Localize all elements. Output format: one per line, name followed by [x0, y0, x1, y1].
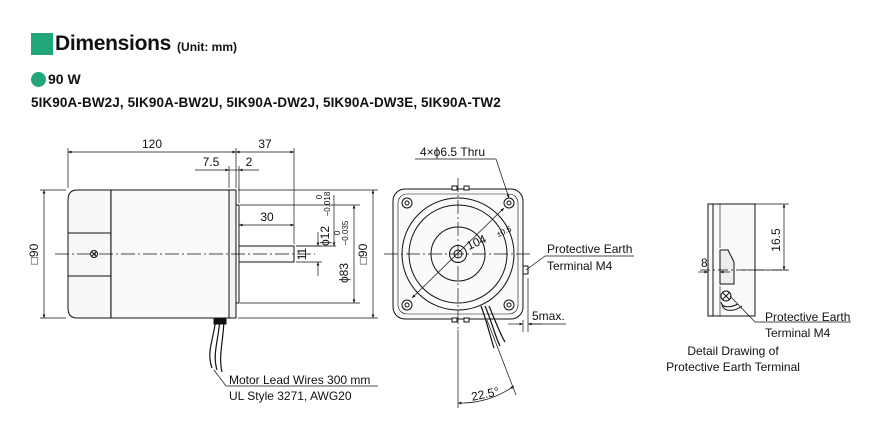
green-square-icon	[31, 33, 53, 55]
dim-11: 11	[295, 247, 309, 260]
detail-pe-line2: Terminal M4	[765, 326, 831, 340]
dim-90-right: □90	[356, 243, 370, 264]
dimensions-title: Dimensions	[55, 32, 172, 55]
lead-wires-line1: Motor Lead Wires 300 mm	[229, 373, 370, 387]
dim-2: 2	[246, 155, 253, 169]
power-label: 90 W	[48, 71, 81, 87]
model-list: 5IK90A-BW2J, 5IK90A-BW2U, 5IK90A-DW2J, 5…	[31, 95, 501, 110]
dim-5max: 5max.	[532, 309, 565, 323]
dim-phi83: ϕ83	[337, 263, 351, 283]
dim-37: 37	[258, 137, 272, 151]
pe-label-line1: Protective Earth	[547, 242, 632, 256]
dim-phi12-tol-upper: 0	[315, 194, 324, 199]
detail-caption-line2: Protective Earth Terminal	[666, 360, 800, 374]
dim-phi12: ϕ12	[318, 226, 332, 246]
detail-pe-line1: Protective Earth	[765, 310, 850, 324]
pe-label-line2: Terminal M4	[547, 259, 613, 273]
dim-7-5: 7.5	[203, 155, 220, 169]
green-circle-icon	[31, 71, 46, 87]
dim-120: 120	[142, 137, 162, 151]
dim-phi83-tol-lower: −0.035	[341, 220, 350, 245]
holes-label: 4×ϕ6.5 Thru	[420, 145, 485, 159]
side-view	[55, 189, 315, 373]
dimensions-header: Dimensions (Unit: mm)	[31, 29, 237, 55]
detail-view	[700, 203, 790, 317]
dim-22-5: 22.5°	[470, 384, 501, 404]
dim-phi83-tol-upper: 0	[333, 230, 342, 235]
unit-label: (Unit: mm)	[177, 40, 238, 54]
dim-16-5: 16.5	[769, 228, 783, 252]
detail-caption-line1: Detail Drawing of	[687, 344, 779, 358]
lead-wires-line2: UL Style 3271, AWG20	[229, 389, 352, 403]
dim-8: 8	[701, 256, 708, 270]
dim-90-left: □90	[27, 243, 41, 264]
power-section: 90 W	[31, 71, 81, 87]
front-view	[384, 178, 532, 349]
dim-phi12-tol-lower: −0.018	[323, 191, 332, 216]
dim-30: 30	[260, 210, 274, 224]
